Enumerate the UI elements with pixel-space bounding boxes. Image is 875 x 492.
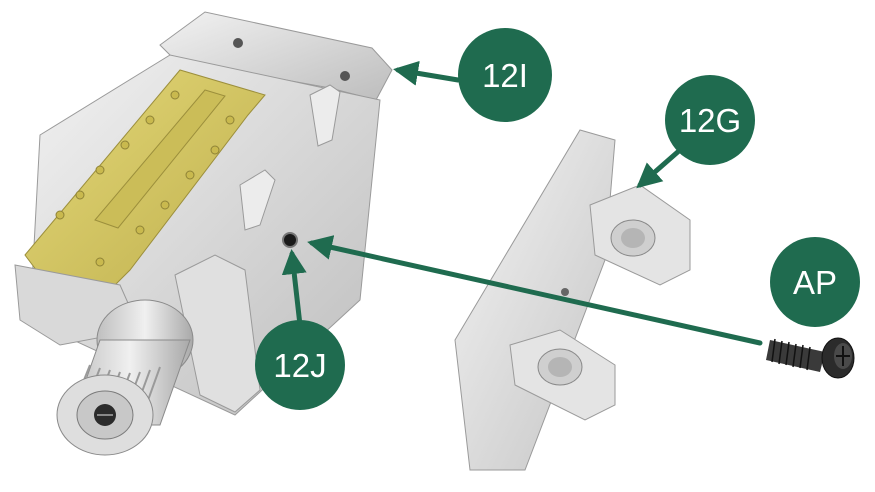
callout-12j-label: 12J (273, 347, 326, 384)
callout-12i-label: 12I (482, 57, 528, 94)
screw-path-arrow (307, 235, 763, 346)
callout-ap-label: AP (793, 264, 837, 301)
yellow-plate-rail (94, 89, 226, 229)
callout-12g-label: 12G (679, 102, 741, 139)
screw-ap (766, 337, 855, 379)
pointer-12g (636, 147, 683, 189)
bracket-screw-hole (561, 288, 569, 296)
callout-ap: AP (770, 237, 860, 327)
bracket-12g (454, 129, 691, 471)
side-bracket (174, 254, 261, 413)
callout-12j: 12J (255, 320, 345, 410)
plate-hole (233, 38, 243, 48)
pulley-gear (56, 299, 194, 456)
side-tab (239, 169, 276, 231)
plate-hole (340, 71, 350, 81)
bracket-plate (454, 129, 616, 471)
callout-12i: 12I (458, 28, 552, 122)
pointer-12j (281, 249, 307, 328)
pointer-12i (393, 60, 461, 86)
side-tab (309, 84, 341, 147)
callout-12g: 12G (665, 75, 755, 165)
screw-hole-12j (282, 232, 298, 248)
yellow-plate-rivets (55, 90, 235, 267)
assembly-arrows (281, 60, 763, 346)
